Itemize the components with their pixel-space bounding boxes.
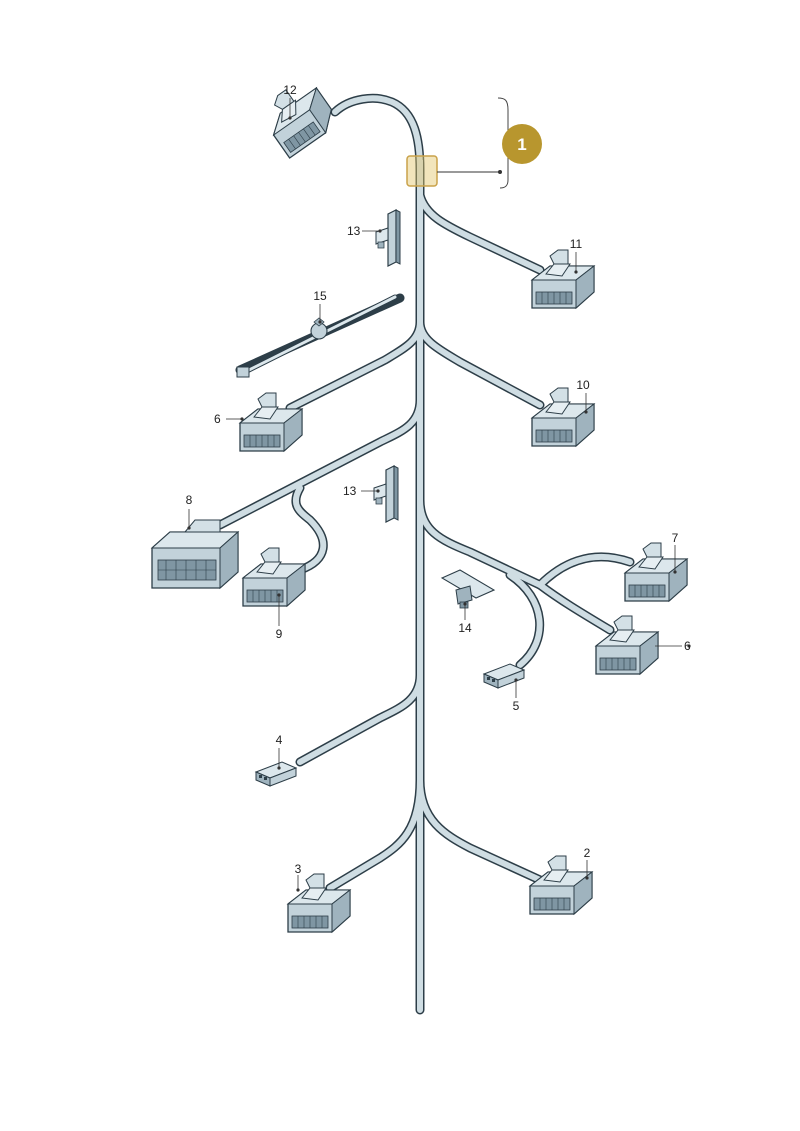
label-13-upper: 13 (347, 224, 361, 238)
highlight-box (406, 155, 438, 187)
label-dots (187, 116, 691, 892)
connector-5-icon[interactable] (483, 663, 525, 689)
label-10: 10 (576, 378, 590, 392)
part-labels (188, 98, 682, 890)
connector-11-icon[interactable] (531, 249, 595, 309)
connector-12-icon[interactable] (255, 74, 342, 159)
cable-tie-15-icon[interactable] (236, 294, 398, 378)
connector-10-icon[interactable] (531, 387, 595, 447)
label-9: 9 (276, 627, 283, 641)
connector-9-icon[interactable] (242, 547, 306, 607)
clip-13-lower-icon[interactable] (373, 465, 399, 523)
label-13-lower: 13 (343, 484, 357, 498)
label-3: 3 (295, 862, 302, 876)
label-7: 7 (672, 531, 679, 545)
connector-2-icon[interactable] (529, 855, 593, 915)
label-14: 14 (458, 621, 472, 635)
connector-8-icon[interactable] (150, 519, 240, 590)
label-8: 8 (186, 493, 193, 507)
label-15: 15 (313, 289, 327, 303)
label-2: 2 (584, 846, 591, 860)
label-6-left: 6 (214, 412, 221, 426)
part-1-badge[interactable] (502, 124, 542, 164)
label-12: 12 (283, 83, 297, 97)
label-6-right: 6 (684, 639, 691, 653)
label-4: 4 (276, 733, 283, 747)
clip-13-upper-icon[interactable] (375, 209, 401, 267)
label-11: 11 (570, 237, 583, 251)
bracket-14-icon[interactable] (440, 569, 496, 609)
label-5: 5 (513, 699, 520, 713)
connector-7-icon[interactable] (624, 542, 688, 602)
badge-number: 1 (517, 135, 526, 154)
connector-4-icon[interactable] (255, 761, 297, 787)
